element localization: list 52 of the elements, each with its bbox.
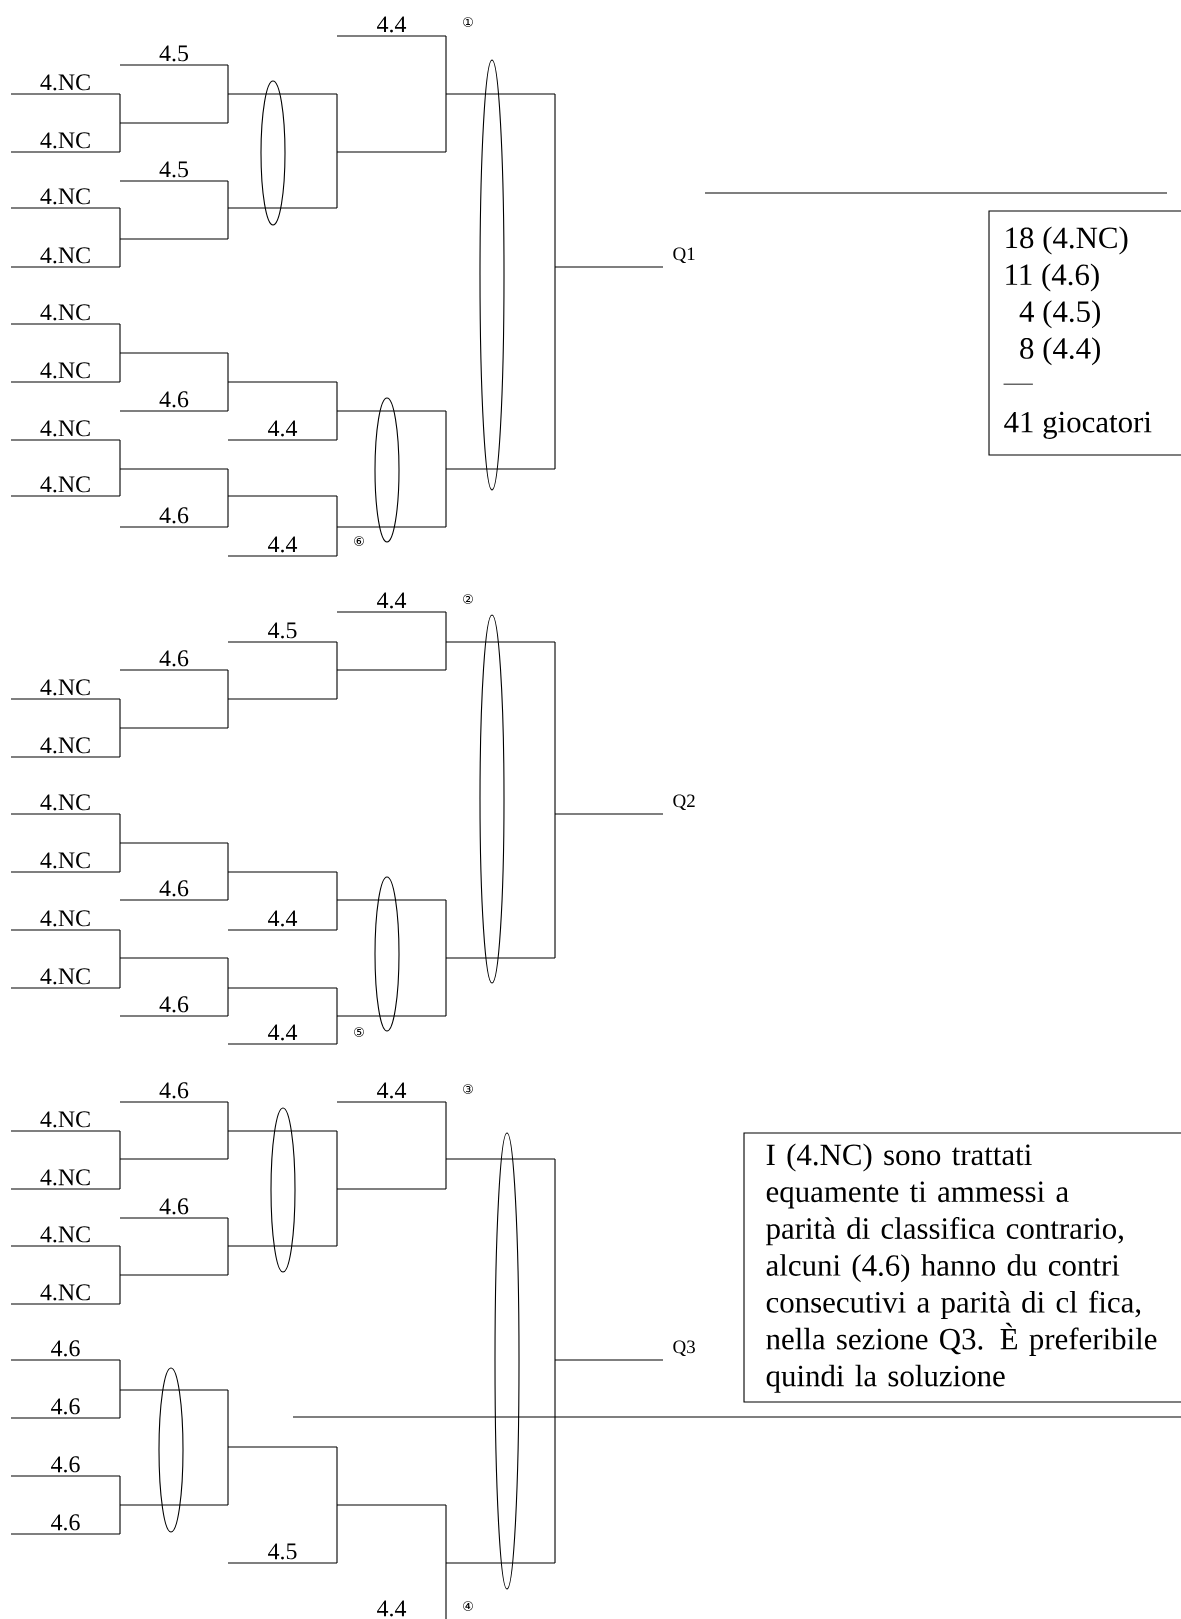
slot-label: 4.NC bbox=[40, 247, 90, 264]
section-label: Q2 bbox=[673, 794, 695, 811]
circled-number: ⑤ bbox=[354, 1027, 364, 1037]
slot-label: 4.NC bbox=[40, 188, 90, 205]
slot-label: 4.6 bbox=[159, 996, 189, 1013]
slot-label: 4.NC bbox=[40, 679, 90, 696]
circled-number: ④ bbox=[463, 1601, 473, 1611]
slot-label: 4.6 bbox=[51, 1340, 80, 1357]
slot-label: 4.NC bbox=[40, 420, 90, 437]
slot-label: 4.NC bbox=[40, 1284, 90, 1301]
slot-label: 4.NC bbox=[40, 304, 90, 321]
circled-number: ⑥ bbox=[354, 536, 364, 546]
slot-label: 4.4 bbox=[377, 1082, 407, 1099]
slot-label: 4.NC bbox=[40, 968, 90, 985]
slot-label: 4.4 bbox=[268, 420, 298, 437]
slot-label: 4.NC bbox=[40, 362, 90, 379]
section-label: Q3 bbox=[673, 1340, 695, 1357]
circled-number: ② bbox=[463, 594, 473, 604]
slot-label: 4.4 bbox=[377, 16, 407, 33]
slot-label: 4.4 bbox=[268, 910, 298, 927]
slot-label: 4.NC bbox=[40, 737, 90, 754]
slot-label: 4.6 bbox=[159, 1082, 189, 1099]
note-box: I (4.NC) sono trattati equamente ti ammessi a parità di classifica contrario, alcuni (4.6) hanno du contri consecutivi a parità di cl fica, nella sezione Q3. È preferibile quindi la soluzione bbox=[743, 1132, 1181, 1403]
slot-label: 4.6 bbox=[159, 650, 189, 667]
stats-box: 18 (4.NC) 11 (4.6) 4 (4.5) 8 (4.4) 41 giocatori bbox=[988, 210, 1181, 456]
slot-label: 4.5 bbox=[159, 45, 188, 62]
section-label: Q1 bbox=[673, 247, 695, 264]
slot-label: 4.NC bbox=[40, 852, 90, 869]
circled-number: ③ bbox=[463, 1084, 473, 1094]
slot-label: 4.6 bbox=[51, 1398, 80, 1415]
slot-label: 4.4 bbox=[268, 1024, 298, 1041]
slot-label: 4.4 bbox=[377, 592, 407, 609]
circled-number: ① bbox=[463, 17, 473, 27]
slot-label: 4.NC bbox=[40, 74, 90, 91]
slot-label: 4.6 bbox=[159, 880, 189, 897]
slot-label: 4.6 bbox=[159, 507, 189, 524]
slot-label: 4.NC bbox=[40, 476, 90, 493]
slot-label: 4.NC bbox=[40, 910, 90, 927]
slot-label: 4.4 bbox=[377, 1600, 407, 1617]
slot-label: 4.NC bbox=[40, 1226, 90, 1243]
slot-label: 4.NC bbox=[40, 1169, 90, 1186]
slot-label: 4.6 bbox=[51, 1514, 80, 1531]
slot-label: 4.6 bbox=[51, 1456, 80, 1473]
slot-label: 4.NC bbox=[40, 794, 90, 811]
slot-label: 4.NC bbox=[40, 132, 90, 149]
slot-label: 4.5 bbox=[159, 161, 188, 178]
slot-label: 4.6 bbox=[159, 1198, 189, 1215]
slot-label: 4.NC bbox=[40, 1111, 90, 1128]
slot-label: 4.5 bbox=[268, 622, 297, 639]
slot-label: 4.5 bbox=[268, 1543, 297, 1560]
slot-label: 4.6 bbox=[159, 391, 189, 408]
slot-label: 4.4 bbox=[268, 536, 298, 553]
